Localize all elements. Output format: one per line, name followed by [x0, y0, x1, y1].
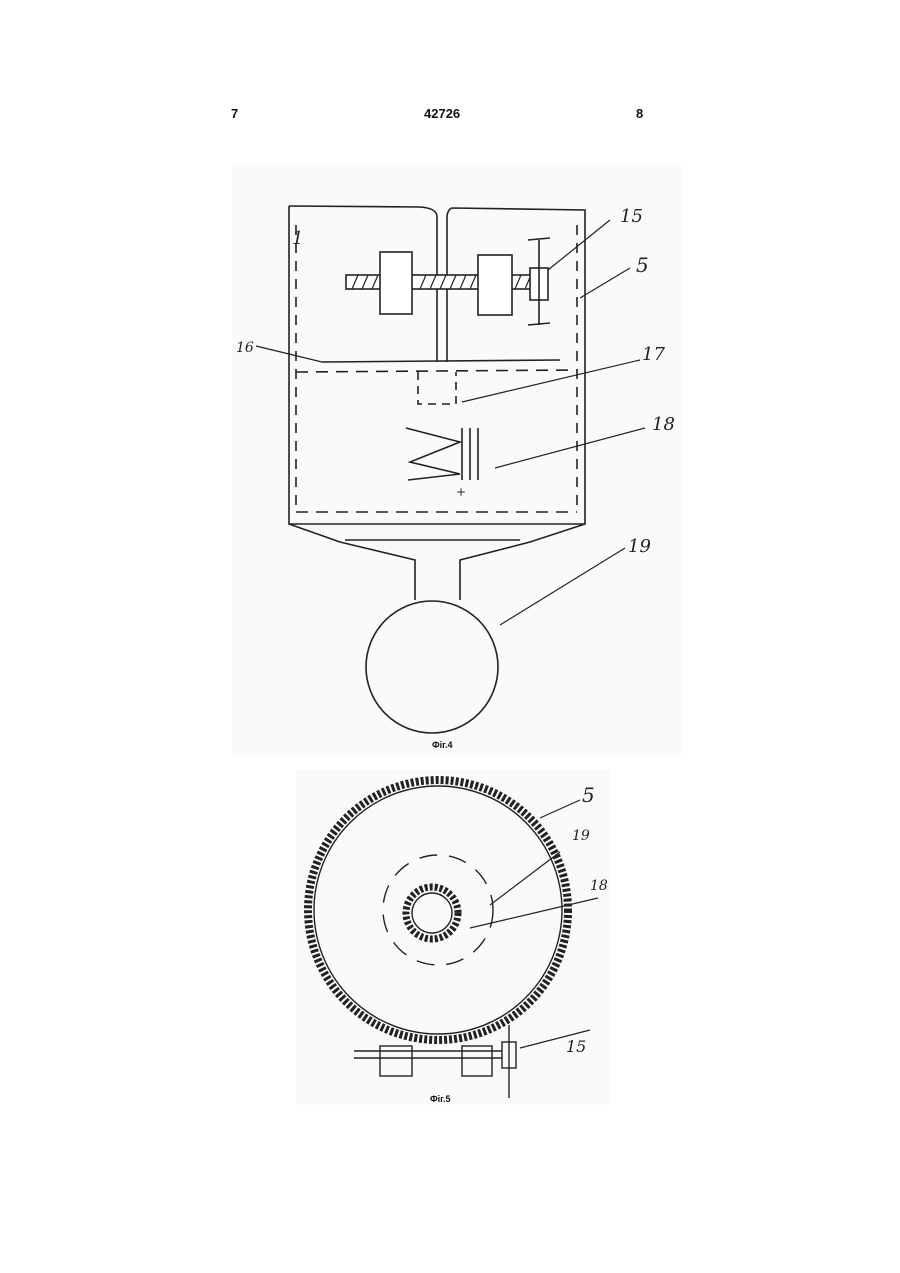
label-17: 17	[642, 344, 665, 365]
label-18-fig5: 18	[590, 878, 608, 894]
figure-5-lines	[308, 780, 598, 1098]
figure-4-drawing: 1 15 5 16 17 18 + 19	[0, 0, 900, 800]
figure-5-caption: Фіг.5	[430, 1094, 451, 1104]
shaft-5	[354, 1051, 510, 1058]
inner-ring-hatched	[406, 887, 458, 939]
outer-ring-inner-edge	[314, 786, 562, 1034]
block-right	[462, 1046, 492, 1076]
label-18: 18	[652, 414, 675, 435]
label-19-fig5: 19	[572, 828, 590, 844]
figure-4-caption: Фіг.4	[432, 740, 453, 750]
outer-ring-hatched	[308, 780, 568, 1040]
label-16: 16	[236, 340, 254, 356]
label-5: 5	[636, 253, 649, 277]
block-left	[380, 1046, 412, 1076]
valve-5	[502, 1042, 516, 1068]
scan-background	[232, 165, 682, 755]
shaft-block-right	[478, 255, 512, 315]
label-15-fig5: 15	[566, 1037, 586, 1056]
label-15: 15	[620, 206, 643, 227]
label-plus: +	[456, 485, 466, 499]
inner-ring-core	[412, 893, 452, 933]
label-1: 1	[292, 228, 303, 249]
label-19: 19	[628, 536, 651, 557]
middle-dashed-circle	[383, 855, 493, 965]
shaft-block-left	[380, 252, 412, 314]
leader-lines-5	[470, 800, 598, 1048]
scan-background-5	[296, 770, 610, 1105]
